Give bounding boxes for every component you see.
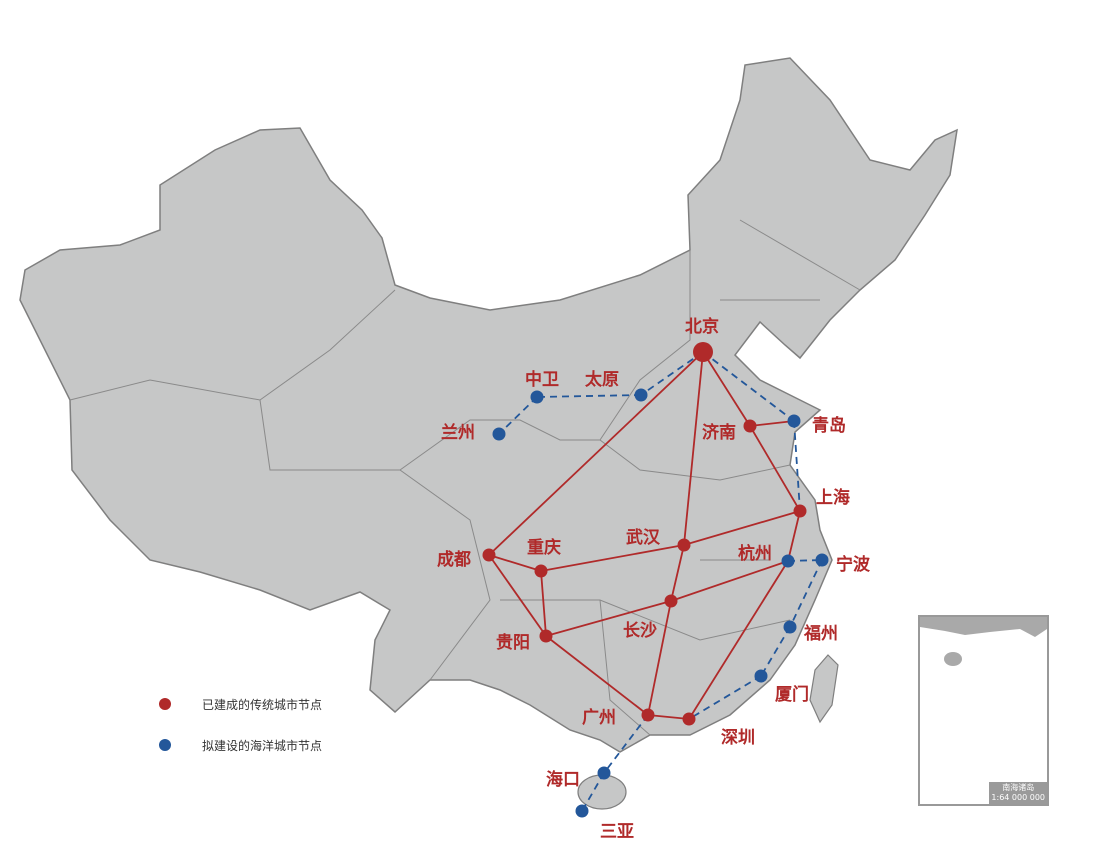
province-borders [69, 219, 861, 736]
existing-link-jinan-shanghai [749, 425, 801, 512]
existing-link-chongqing-guiyang [540, 570, 547, 637]
city-label-shenzhen: 深圳 [721, 728, 755, 748]
existing-link-guiyang-changsha [545, 600, 672, 637]
existing-link-changsha-hangzhou [670, 560, 789, 602]
city-node-chengdu [482, 548, 496, 562]
planned-link-ningbo-fuzhou [789, 559, 823, 628]
city-node-jinan [743, 419, 757, 433]
city-node-chongqing [534, 564, 548, 578]
city-label-ningbo: 宁波 [836, 555, 870, 575]
existing-link-wuhan-changsha [670, 544, 685, 602]
city-node-zhongwei [530, 390, 544, 404]
existing-link-jinan-qingdao [749, 420, 795, 427]
planned-link-zhongwei-lanzhou [498, 396, 538, 435]
inset-title: 南海诸岛 [1002, 783, 1035, 792]
planned-link-guangzhou-haikou [603, 714, 649, 774]
planned-link-haikou-sanya [581, 772, 605, 812]
city-node-fuzhou [783, 620, 797, 634]
city-node-xiamen [754, 669, 768, 683]
legend-ocean-dot [159, 739, 171, 751]
city-node-wuhan [677, 538, 691, 552]
planned-link-qingdao-shanghai [793, 420, 801, 512]
city-label-hangzhou: 杭州 [738, 544, 772, 564]
existing-link-beijing-wuhan [683, 351, 704, 546]
city-node-shenzhen [682, 712, 696, 726]
city-node-guangzhou [641, 708, 655, 722]
existing-link-beijing-jinan [702, 351, 751, 427]
city-label-shanghai: 上海 [816, 488, 850, 508]
existing-link-chengdu-chongqing [488, 554, 542, 572]
city-label-chongqing: 重庆 [527, 538, 561, 558]
existing-link-chengdu-guiyang [488, 554, 547, 637]
city-node-guiyang [539, 629, 553, 643]
taiwan-island [809, 654, 839, 724]
city-node-haikou [597, 766, 611, 780]
city-node-lanzhou [492, 427, 506, 441]
city-label-jinan: 济南 [702, 423, 736, 443]
city-node-hangzhou [781, 554, 795, 568]
china-mainland [19, 57, 958, 753]
city-label-taiyuan: 太原 [585, 370, 619, 390]
city-node-taiyuan [634, 388, 648, 402]
city-label-haikou: 海口 [546, 770, 580, 790]
existing-link-chongqing-wuhan [540, 544, 685, 572]
legend-traditional-label: 已建成的传统城市节点 [202, 698, 323, 712]
city-label-chengdu: 成都 [437, 550, 471, 570]
city-label-guiyang: 贵阳 [496, 633, 530, 653]
city-node-beijing [693, 342, 713, 362]
existing-link-shenzhen-hangzhou [688, 560, 789, 720]
city-label-fuzhou: 福州 [804, 624, 838, 644]
planned-link-beijing-taiyuan [640, 351, 704, 396]
inset-scale: 1:64 000 000 [991, 793, 1045, 802]
planned-link-xiamen-shenzhen [688, 675, 762, 720]
existing-link-changsha-guangzhou [647, 600, 672, 716]
inset-caption: 南海诸岛 1:64 000 000 [989, 782, 1047, 804]
city-node-ningbo [815, 553, 829, 567]
city-label-changsha: 长沙 [623, 621, 657, 641]
city-label-qingdao: 青岛 [812, 416, 846, 436]
existing-link-wuhan-shanghai [683, 510, 801, 546]
existing-link-beijing-chengdu [488, 351, 704, 556]
city-label-beijing: 北京 [685, 317, 719, 337]
city-label-guangzhou: 广州 [582, 708, 616, 728]
planned-link-fuzhou-xiamen [760, 626, 791, 677]
city-label-wuhan: 武汉 [626, 528, 660, 548]
city-node-sanya [575, 804, 589, 818]
inset-hainan [944, 652, 962, 666]
city-label-sanya: 三亚 [600, 822, 634, 842]
city-label-zhongwei: 中卫 [525, 370, 559, 390]
city-label-xiamen: 厦门 [775, 685, 809, 705]
south-china-sea-inset: 南海诸岛 1:64 000 000 [918, 615, 1049, 806]
city-node-shanghai [793, 504, 807, 518]
city-node-changsha [664, 594, 678, 608]
existing-link-shanghai-hangzhou [787, 510, 801, 562]
existing-link-guangzhou-shenzhen [647, 714, 690, 720]
existing-link-guiyang-guangzhou [545, 635, 649, 716]
city-label-lanzhou: 兰州 [441, 423, 475, 443]
inset-coast [920, 617, 1047, 637]
legend-traditional-dot [159, 698, 171, 710]
legend-ocean-label: 拟建设的海洋城市节点 [202, 739, 323, 753]
city-node-qingdao [787, 414, 801, 428]
planned-link-taiyuan-zhongwei [536, 394, 642, 398]
